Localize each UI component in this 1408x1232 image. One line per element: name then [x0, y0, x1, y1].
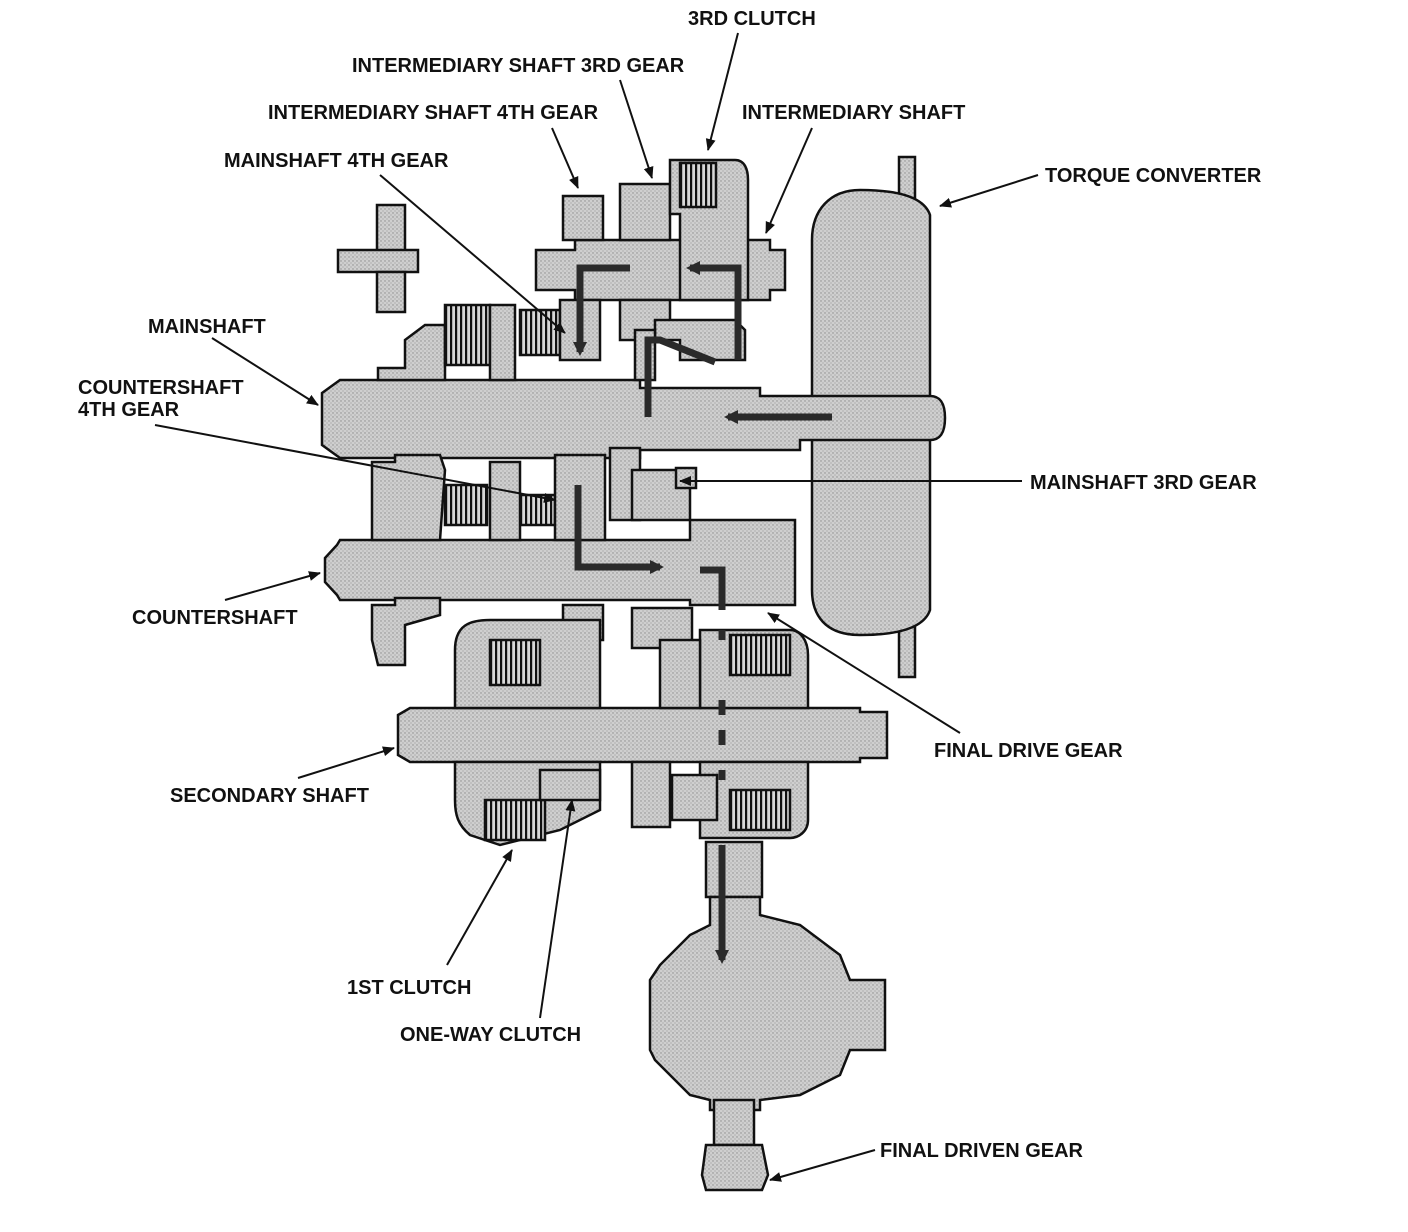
final-drive-gear-part [658, 628, 810, 840]
mainshaft-part [320, 378, 947, 460]
leader-lines [154, 32, 1039, 1182]
label-final-drive-gear: FINAL DRIVE GEAR [934, 740, 1123, 762]
label-mainshaft-3rd-gear: MAINSHAFT 3RD GEAR [1030, 472, 1257, 494]
label-countershaft-4th-gear: COUNTERSHAFT 4TH GEAR [78, 377, 244, 421]
label-mainshaft-4th-gear: MAINSHAFT 4TH GEAR [224, 150, 449, 172]
countershaft-gears-part [370, 446, 698, 542]
first-clutch-part [453, 618, 672, 847]
label-one-way-clutch: ONE-WAY CLUTCH [400, 1024, 582, 1046]
label-intermediary-shaft-3rd-gear: INTERMEDIARY SHAFT 3RD GEAR [352, 55, 685, 77]
countershaft-part [323, 518, 797, 607]
idler-gear-part [336, 203, 420, 314]
secondary-shaft-part [396, 706, 889, 764]
label-final-driven-gear: FINAL DRIVEN GEAR [880, 1140, 1083, 1162]
mainshaft-gears-part [376, 298, 657, 382]
label-intermediary-shaft-4th-gear: INTERMEDIARY SHAFT 4TH GEAR [268, 102, 599, 124]
final-driven-gear-part [648, 840, 887, 1192]
label-intermediary-shaft: INTERMEDIARY SHAFT [742, 102, 966, 124]
label-secondary-shaft: SECONDARY SHAFT [170, 785, 369, 807]
label-1st-clutch: 1ST CLUTCH [347, 977, 472, 999]
label-3rd-clutch: 3RD CLUTCH [688, 8, 816, 30]
label-torque-converter: TORQUE CONVERTER [1045, 165, 1262, 187]
label-mainshaft: MAINSHAFT [148, 316, 266, 338]
intermediary-shaft-part [534, 158, 787, 362]
power-flow-path [573, 261, 832, 964]
label-countershaft: COUNTERSHAFT [132, 607, 298, 629]
